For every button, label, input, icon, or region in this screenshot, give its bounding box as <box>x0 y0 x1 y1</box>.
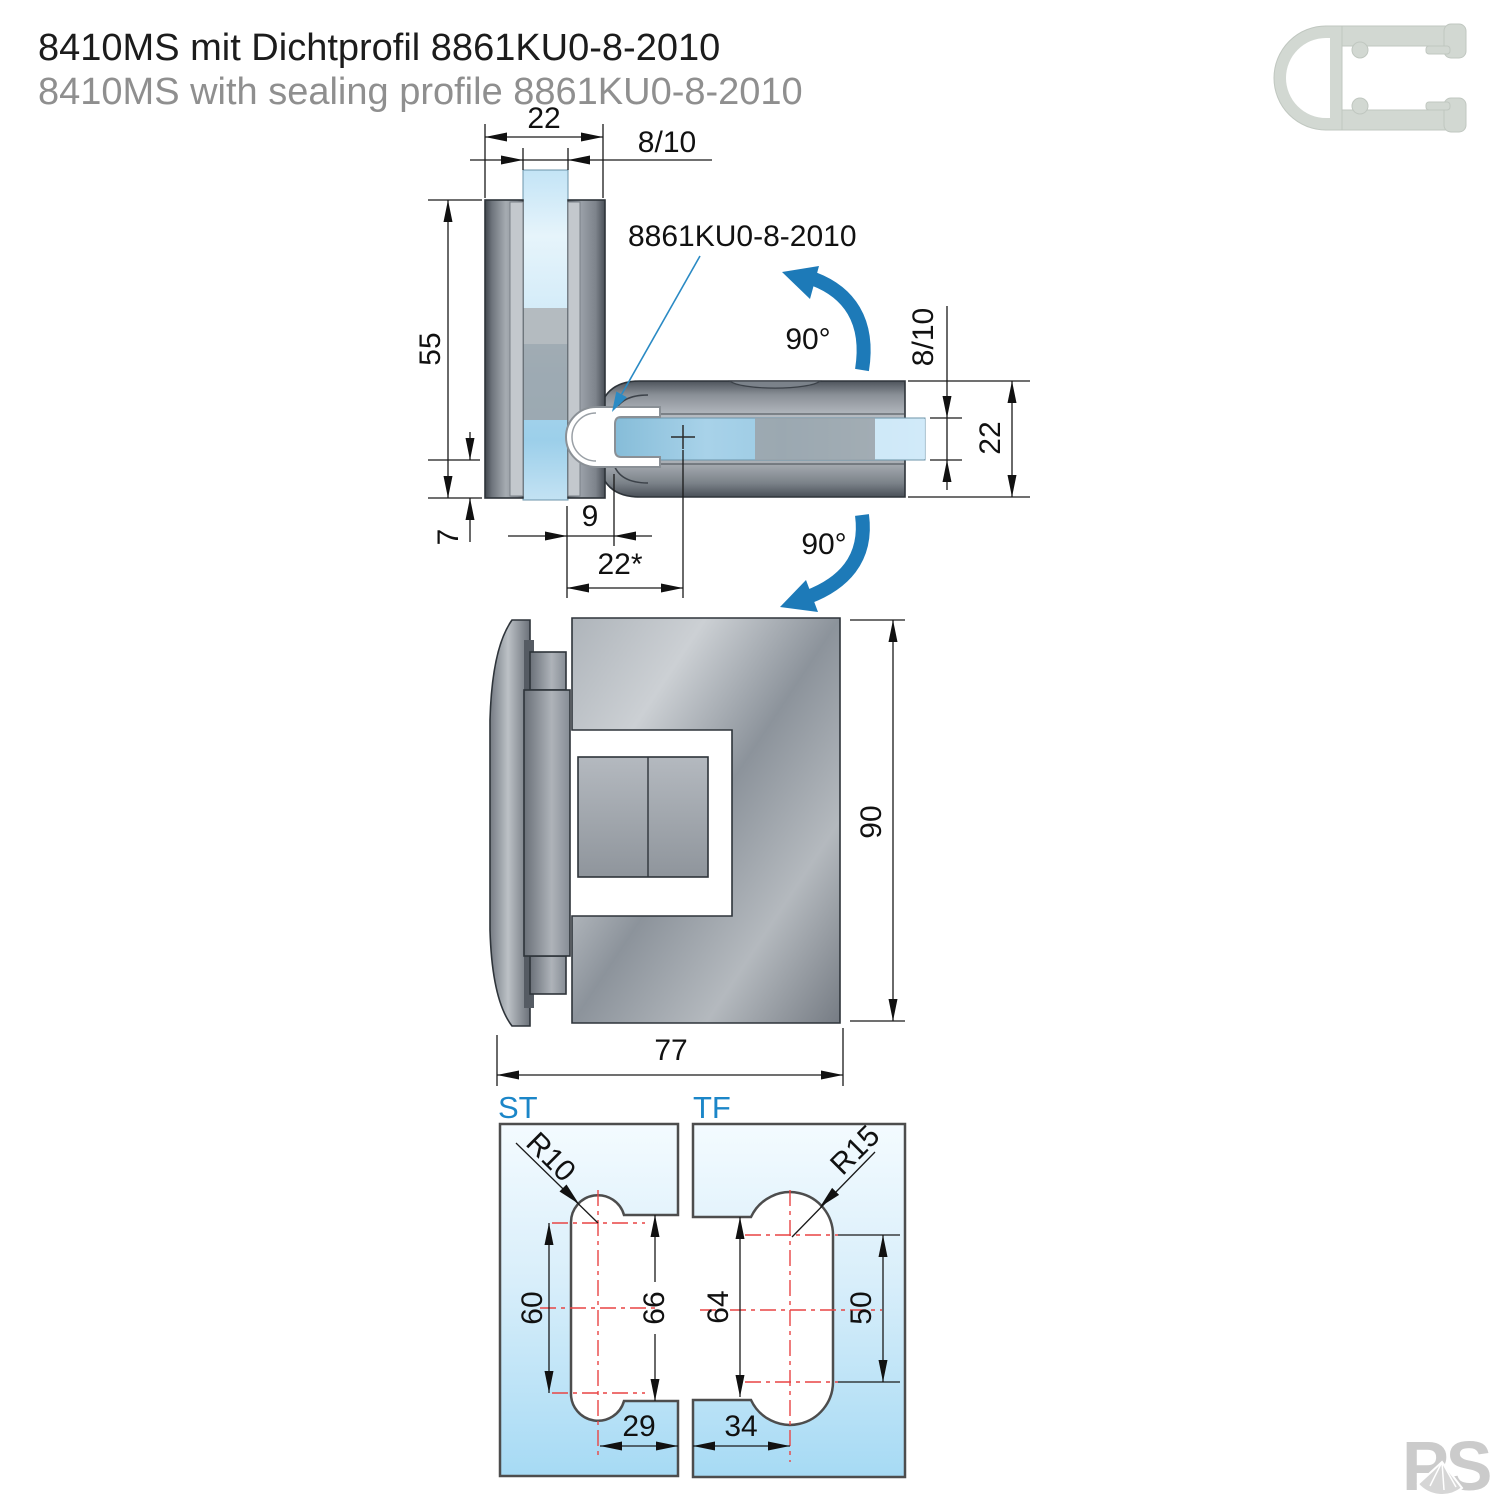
st-centerlines <box>540 1190 660 1458</box>
glass-cutout-tf: TF R15 64 50 <box>691 1090 907 1479</box>
ps-logo-fan-ribs <box>1429 1461 1457 1491</box>
svg-text:64: 64 <box>702 1290 735 1323</box>
st-glass-panel <box>498 1122 680 1478</box>
svg-text:50: 50 <box>845 1291 878 1324</box>
svg-text:8/10: 8/10 <box>907 308 940 366</box>
svg-text:90: 90 <box>855 805 888 838</box>
seal-profile-bottom-hook <box>1425 101 1451 111</box>
vertical-glass-gasket-band-light <box>523 308 568 344</box>
knuckle-tab-top <box>529 651 567 691</box>
top-view: 90° 90° 8861KU0-8-2010 22 8/10 <box>414 102 1030 612</box>
tf-dim-hole-spacing: 50 <box>838 1234 900 1383</box>
seal-profile-top-tooth <box>1351 41 1369 59</box>
seal-leader-line <box>620 255 701 395</box>
rotation-arrow-bottom <box>780 514 870 612</box>
svg-text:7: 7 <box>432 529 465 546</box>
front-view: 90 77 <box>489 617 905 1086</box>
svg-text:66: 66 <box>638 1291 671 1324</box>
svg-text:9: 9 <box>582 500 599 533</box>
tf-glass-panel <box>691 1122 907 1479</box>
st-label: ST <box>498 1090 538 1125</box>
seal-profile-bulb-inner <box>1285 38 1330 118</box>
seal-leader-arrowhead <box>612 391 627 412</box>
svg-text:29: 29 <box>622 1410 655 1443</box>
rotation-arrow-top <box>782 266 871 372</box>
svg-text:22: 22 <box>974 421 1007 454</box>
svg-text:22*: 22* <box>597 548 642 581</box>
dim-clamp-height: 55 <box>414 199 482 499</box>
ps-logo-watermark: PS <box>1402 1427 1493 1500</box>
tf-label: TF <box>693 1090 731 1125</box>
page-title: 8410MS mit Dichtprofil 8861KU0-8-2010 84… <box>38 27 803 113</box>
rotation-angle-top: 90° <box>785 323 830 356</box>
knuckle-column <box>523 689 571 957</box>
dim-pivot-offset: 22* <box>567 450 684 598</box>
dim-glass-thickness-top: 8/10 <box>470 126 712 170</box>
tf-dim-cutout-width: 34 <box>693 1410 790 1451</box>
screw-slot-arc <box>728 380 822 389</box>
clamp-gasket-left <box>509 201 524 497</box>
dim-glass-thickness-right: 8/10 <box>907 306 962 490</box>
rotation-angle-bottom: 90° <box>801 528 846 561</box>
seal-profile-top-hook <box>1425 45 1451 55</box>
cover-cap <box>489 619 531 1027</box>
clamp-block <box>577 756 709 878</box>
seal-profile-bottom-tooth <box>1351 97 1369 115</box>
knuckle-tab-bottom <box>529 955 567 995</box>
dim-front-width: 77 <box>496 1028 844 1086</box>
title-german: 8410MS mit Dichtprofil 8861KU0-8-2010 <box>38 27 720 69</box>
svg-text:34: 34 <box>724 1410 757 1443</box>
pivot-center-mark <box>671 425 695 449</box>
horizontal-glass-gasket-band <box>755 418 875 460</box>
tf-centerlines <box>700 1190 882 1462</box>
tf-dim-cutout-height: 64 <box>702 1217 745 1397</box>
svg-text:77: 77 <box>654 1034 687 1067</box>
dim-clamp-height-right: 22 <box>908 380 1030 498</box>
dim-bottom-offset: 7 <box>428 432 480 545</box>
svg-text:22: 22 <box>527 102 560 135</box>
st-dim-hole-spacing: 60 <box>516 1223 554 1393</box>
sealing-profile-top-view <box>565 406 661 468</box>
svg-text:8/10: 8/10 <box>638 126 696 159</box>
glass-cutout-st: ST R10 60 66 2 <box>498 1090 680 1478</box>
ps-logo-fan <box>1416 1460 1464 1496</box>
dim-seal-offset: 9 <box>508 474 652 598</box>
svg-text:60: 60 <box>516 1291 549 1324</box>
hinge-main-plate <box>571 617 841 1024</box>
svg-text:55: 55 <box>414 332 447 365</box>
horizontal-glass-tip <box>875 419 925 459</box>
st-dim-cutout-height: 66 <box>638 1215 671 1401</box>
seal-profile-cross-section <box>1273 23 1467 133</box>
dim-front-height: 90 <box>850 619 905 1022</box>
st-dim-cutout-width: 29 <box>600 1410 678 1451</box>
dim-clamp-width: 22 <box>484 102 604 198</box>
seal-part-number-label: 8861KU0-8-2010 <box>628 220 857 253</box>
title-english: 8410MS with sealing profile 8861KU0-8-20… <box>38 71 803 113</box>
sealing-profile-inner-arc <box>571 412 597 462</box>
